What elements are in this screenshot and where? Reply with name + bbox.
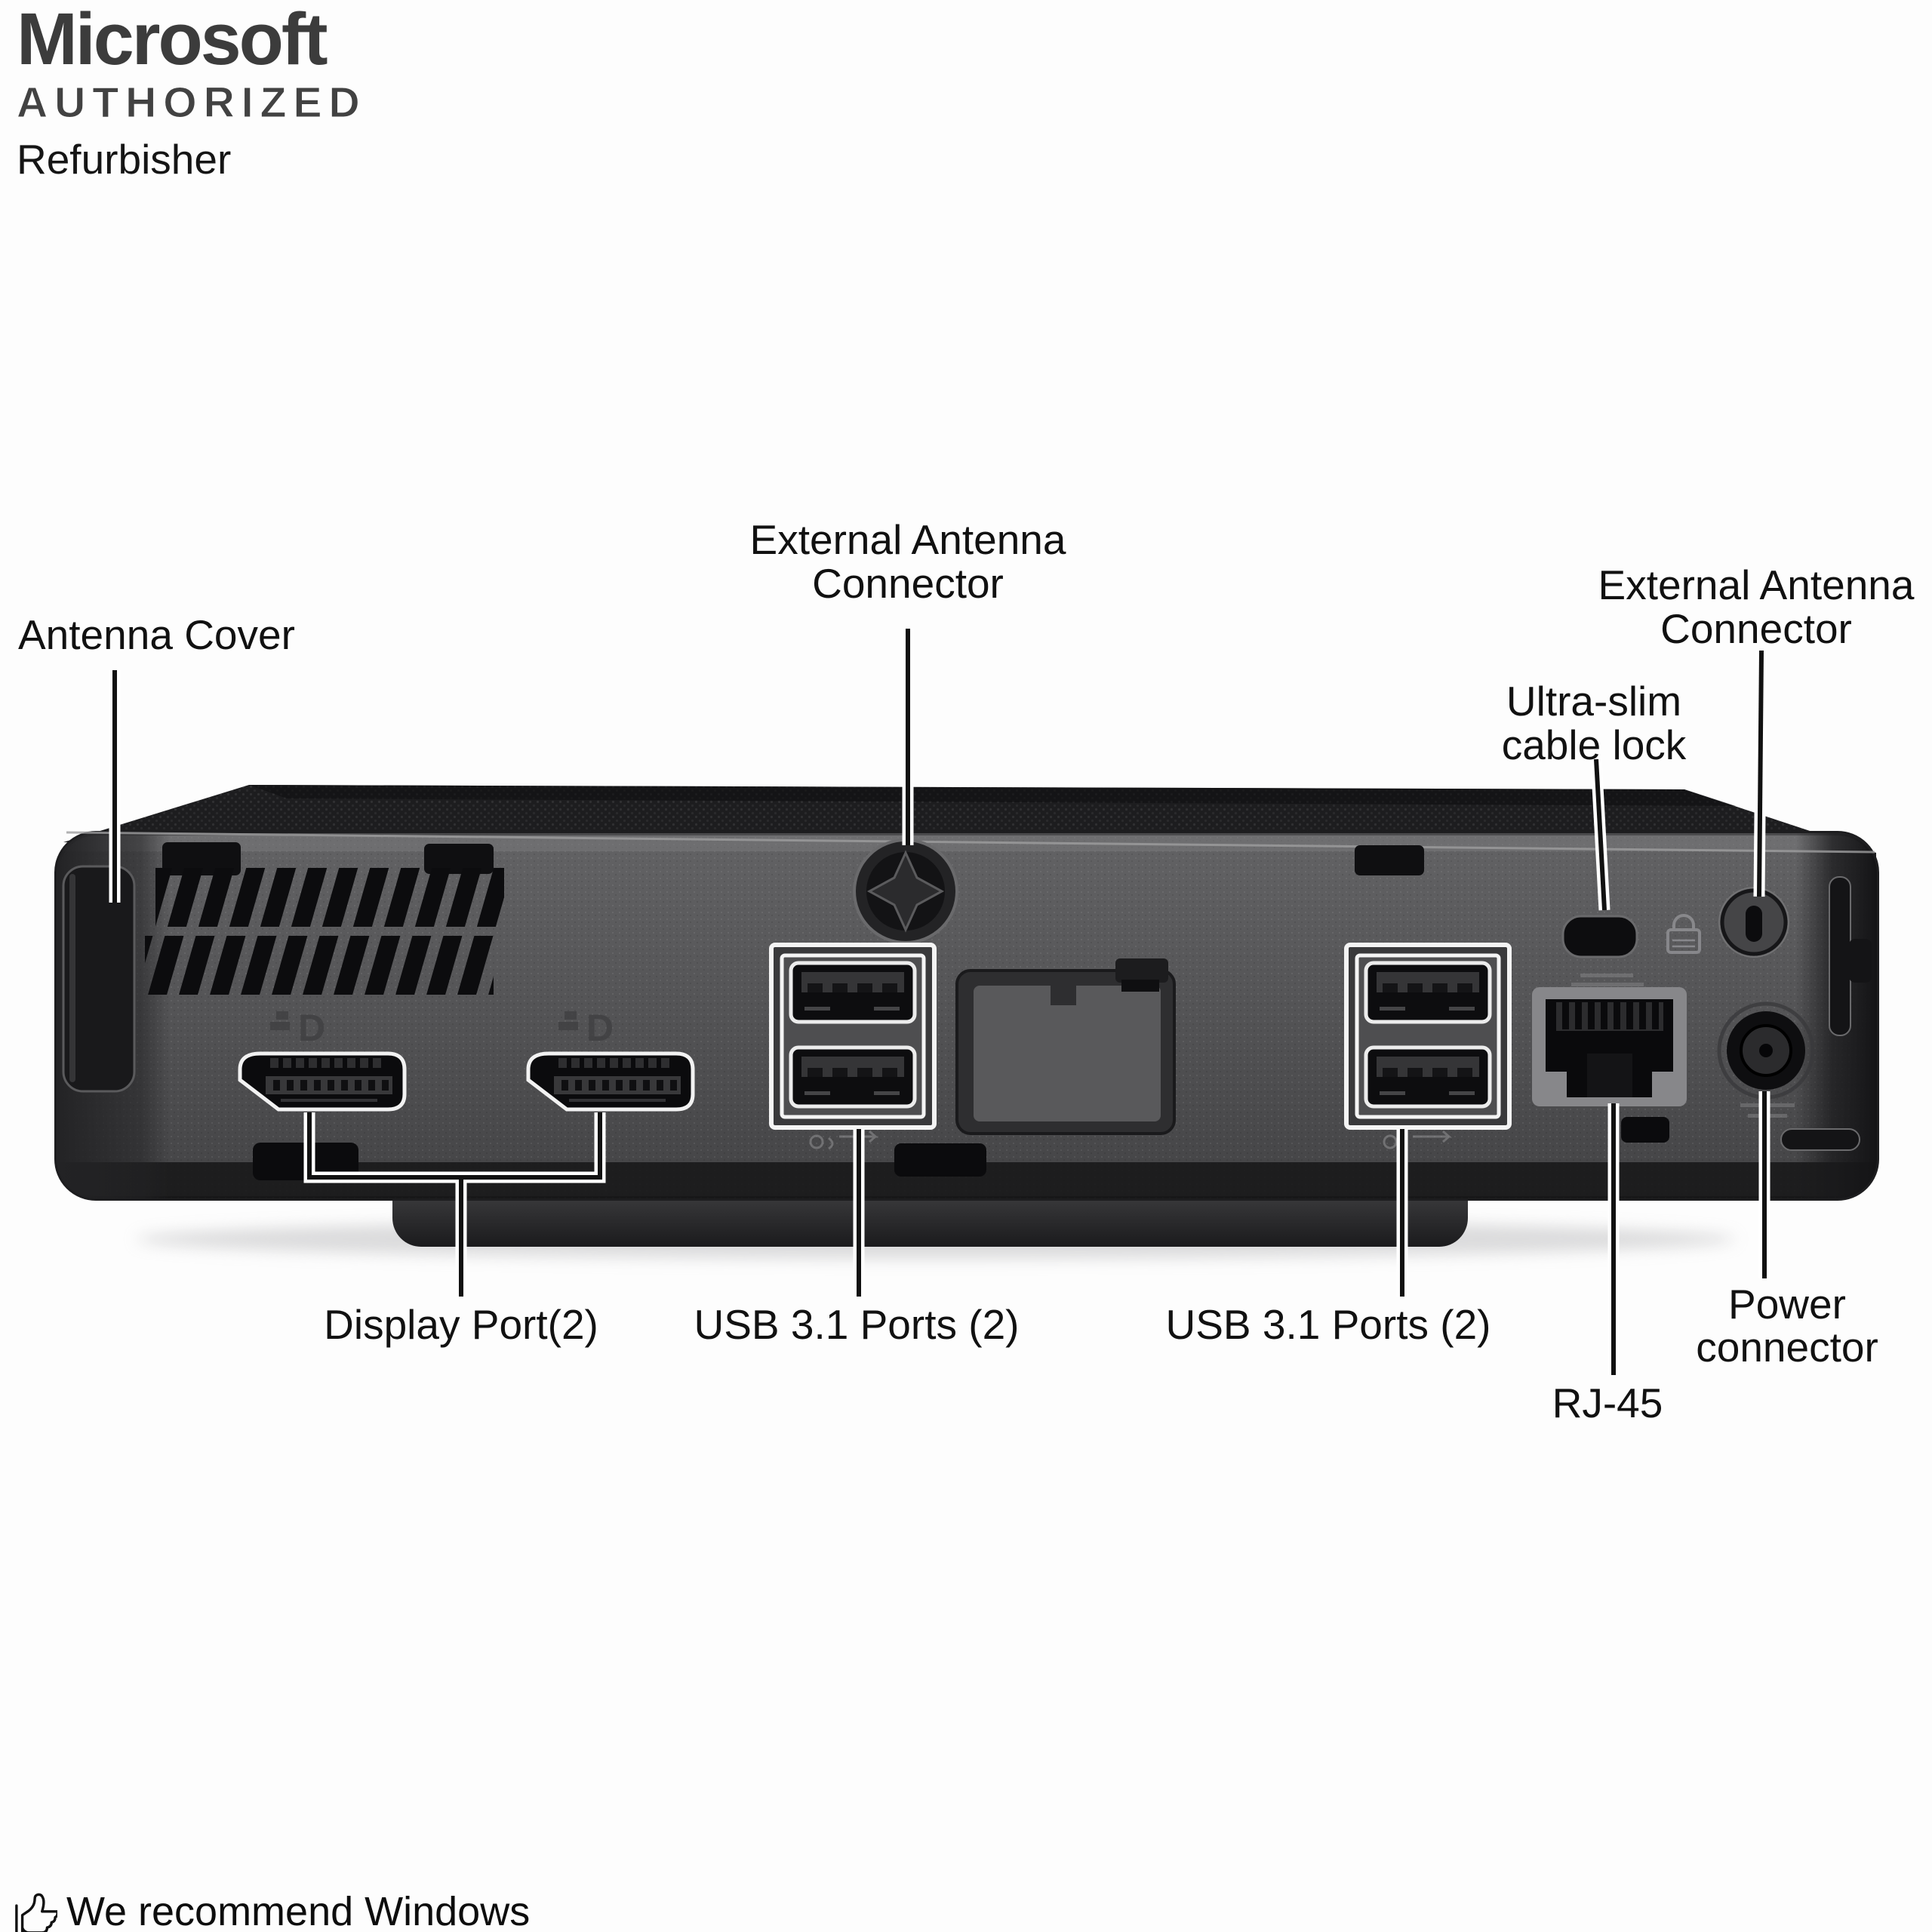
label-ultra-slim-cable-lock: Ultra-slim cable lock [1502,679,1687,767]
label-line: Ultra-slim [1506,678,1682,724]
top-mesh-shade [249,785,1736,806]
label-rj45: RJ-45 [1552,1380,1663,1426]
thumbs-up-icon [15,1893,57,1932]
antenna-cover-highlight [69,874,75,1082]
label-line: Connector [1660,605,1852,652]
label-antenna-cover: Antenna Cover [18,611,295,658]
displayport-port-1 [240,1054,405,1109]
antenna-cover-part [62,865,136,1093]
logo-role-text: Refurbisher [17,136,232,183]
label-line: Power [1728,1281,1846,1327]
padlock-icon [1666,914,1701,954]
side-latch-slots [1780,876,1872,1151]
label-line: External Antenna [749,516,1066,563]
logo-brand-text: Microsoft [17,0,328,80]
mesh-panel-rim-highlight [66,831,1875,854]
label-external-antenna-right: External Antenna Connector [1598,563,1915,651]
label-usb-right: USB 3.1 Ports (2) [1165,1301,1491,1348]
line-external-antenna-right [1757,650,1764,897]
callout-lines [109,629,1770,1375]
refurbisher-logo: Microsoft AUTHORIZED Refurbisher [17,0,367,183]
label-usb-left: USB 3.1 Ports (2) [694,1301,1020,1348]
label-external-antenna-center: External Antenna Connector [750,518,1066,605]
option-port-blank-plate [955,958,1176,1135]
usb-ports-left [771,945,934,1128]
top-clip-tabs [162,842,1424,875]
label-line: Connector [812,560,1004,607]
external-antenna-connector-right [1718,887,1789,958]
rj45-port [1532,987,1687,1106]
label-power-connector: Power connector [1696,1283,1878,1369]
cable-lock-slot [1561,915,1638,958]
label-line: External Antenna [1598,561,1915,608]
line-ultra-slim-cable-lock [1594,758,1607,911]
label-line: connector [1696,1324,1878,1371]
label-line: cable lock [1501,721,1687,768]
line-display-ports [307,1112,602,1297]
bottom-slots [253,1117,1669,1180]
thumbscrew-antenna-cap [853,838,958,944]
vent-grille [145,868,504,995]
logo-program-text: AUTHORIZED [17,78,367,127]
usb-ports-right [1346,945,1509,1128]
displayport-port-2 [528,1054,693,1109]
power-connector [1717,1001,1815,1100]
label-display-port: Display Port(2) [324,1301,598,1348]
usb-ss-etch-marks [809,1130,1452,1150]
windows-recommendation-text: We recommend Windows [66,1889,531,1932]
